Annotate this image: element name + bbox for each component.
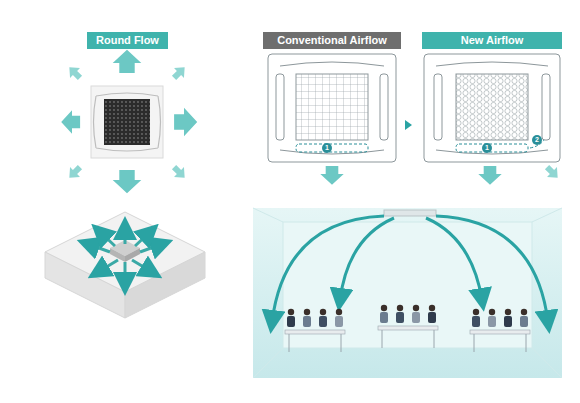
title-bar: New Airflow (422, 32, 562, 49)
callout-number: 2 (532, 135, 542, 145)
conventional-panel (268, 54, 396, 185)
round-flow-unit (61, 50, 197, 193)
title-text: New Airflow (461, 34, 524, 46)
title-bar: Conventional Airflow (263, 32, 401, 49)
room-scene (253, 208, 562, 378)
new-panel (424, 54, 563, 185)
step-arrow (405, 120, 412, 130)
callout-number: 1 (322, 143, 332, 153)
title-text: Round Flow (96, 34, 159, 46)
room-box-3d (45, 212, 205, 318)
title-bar: Round Flow (87, 32, 168, 49)
title-text: Conventional Airflow (277, 34, 387, 46)
callout-number: 1 (482, 143, 492, 153)
